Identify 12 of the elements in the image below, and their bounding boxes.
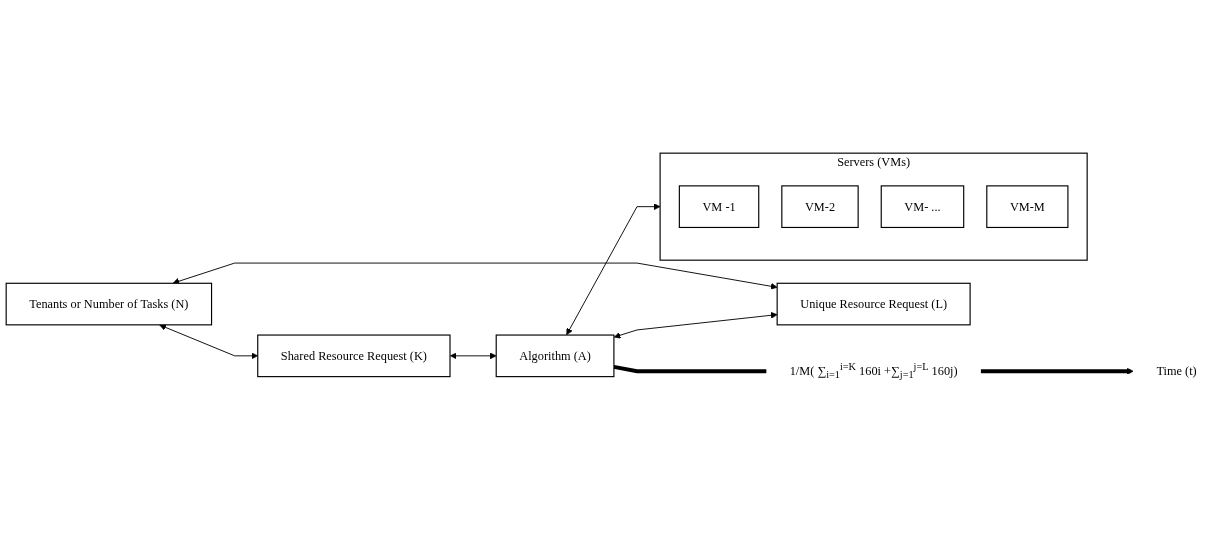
node-box: VM-M: [986, 185, 1069, 229]
connector: [613, 365, 767, 374]
node-box: Shared Resource Request (K): [257, 334, 451, 378]
node-text: 1/M( ∑$_{i=1}$$^{i=K}$ 160i +∑$_{j=1}$$^{j=L}$ 160j): [789, 361, 958, 381]
node-box: Unique Resource Request (L): [776, 282, 971, 326]
node-box: VM- ...: [880, 185, 965, 229]
node-box: Algorithm (A): [495, 334, 615, 378]
node-text: Time (t): [1156, 364, 1197, 378]
node-box: VM -1: [678, 185, 760, 229]
node-box: VM-2: [781, 185, 859, 229]
arrow: [980, 368, 1134, 375]
node-box: Tenants or Number of Tasks (N): [5, 282, 213, 326]
